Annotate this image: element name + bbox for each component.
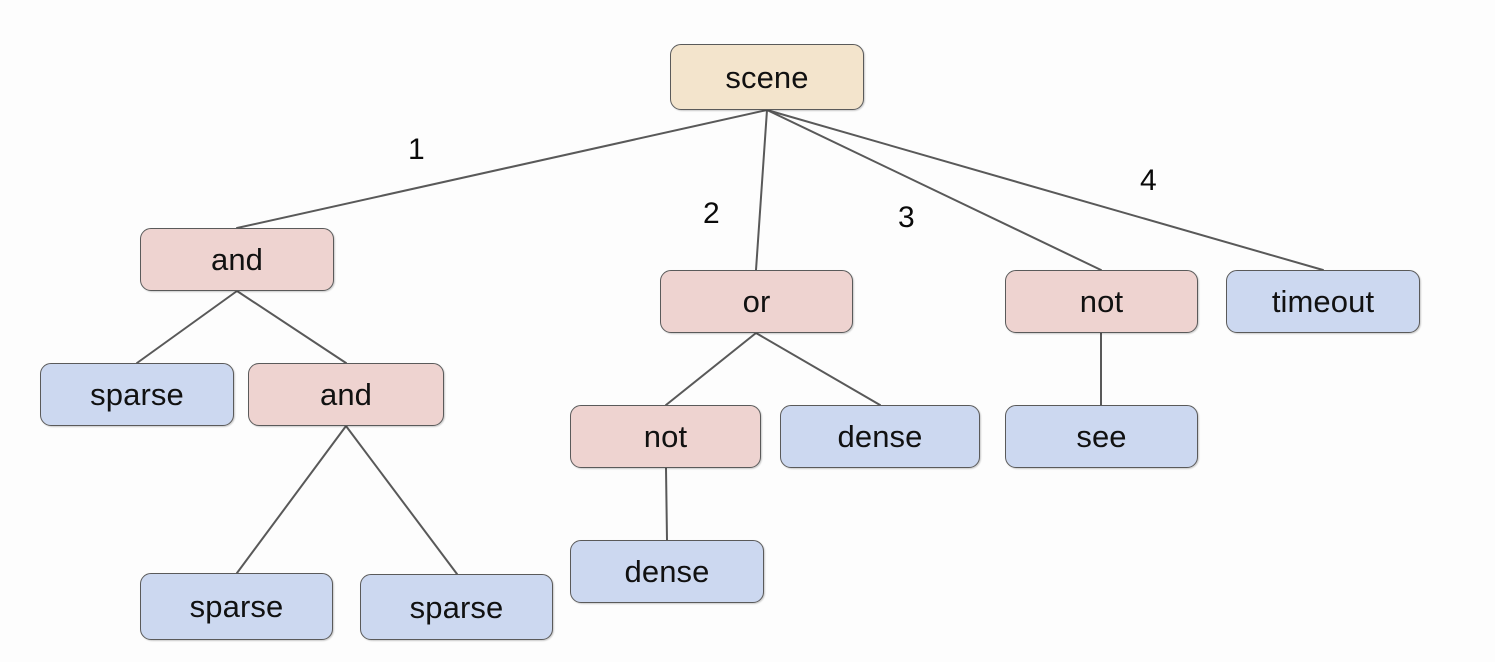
- tree-edge-scene-to-not1: [766, 109, 1102, 271]
- tree-node-not1[interactable]: not: [1005, 270, 1198, 333]
- tree-edge-label-3: 3: [898, 201, 915, 234]
- tree-edge-label-2: 2: [703, 197, 720, 230]
- tree-node-and2[interactable]: and: [248, 363, 444, 426]
- tree-edge-scene-to-timeout1: [766, 109, 1324, 271]
- tree-node-or1[interactable]: or: [660, 270, 853, 333]
- tree-node-label: not: [1079, 284, 1124, 319]
- tree-edge-label-1: 1: [408, 133, 425, 166]
- tree-node-label: sparse: [409, 589, 504, 625]
- tree-edge-label-4: 4: [1140, 164, 1157, 197]
- tree-node-not2[interactable]: not: [570, 405, 761, 468]
- tree-node-and1[interactable]: and: [140, 228, 334, 291]
- tree-node-see1[interactable]: see: [1005, 405, 1198, 468]
- tree-node-label: sparse: [90, 377, 184, 412]
- tree-node-dense2[interactable]: dense: [570, 540, 764, 603]
- tree-edge-not2-to-dense2: [665, 467, 668, 541]
- tree-node-label: and: [319, 377, 373, 412]
- tree-edge-and1-to-and2: [236, 290, 347, 364]
- tree-edge-and2-to-sparse3: [345, 425, 458, 575]
- tree-node-scene[interactable]: scene: [670, 44, 864, 110]
- tree-edge-scene-to-and1: [236, 109, 768, 229]
- tree-edge-or1-to-not2: [665, 332, 757, 406]
- tree-node-label: dense: [837, 419, 923, 454]
- tree-node-timeout1[interactable]: timeout: [1226, 270, 1420, 333]
- tree-node-label: sparse: [189, 589, 284, 624]
- tree-edge-and2-to-sparse2: [236, 425, 347, 574]
- tree-node-label: not: [643, 419, 688, 454]
- tree-node-label: and: [210, 242, 264, 277]
- tree-node-label: scene: [725, 59, 809, 95]
- tree-node-label: timeout: [1271, 284, 1375, 319]
- tree-node-label: or: [742, 284, 771, 319]
- tree-node-dense1[interactable]: dense: [780, 405, 980, 468]
- tree-node-sparse1[interactable]: sparse: [40, 363, 234, 426]
- tree-node-sparse2[interactable]: sparse: [140, 573, 333, 640]
- tree-edge-scene-to-or1: [755, 109, 768, 271]
- tree-node-label: see: [1076, 419, 1127, 454]
- tree-node-sparse3[interactable]: sparse: [360, 574, 553, 640]
- tree-edge-or1-to-dense1: [755, 332, 881, 406]
- tree-edge-and1-to-sparse1: [136, 290, 238, 364]
- tree-node-label: dense: [624, 554, 710, 589]
